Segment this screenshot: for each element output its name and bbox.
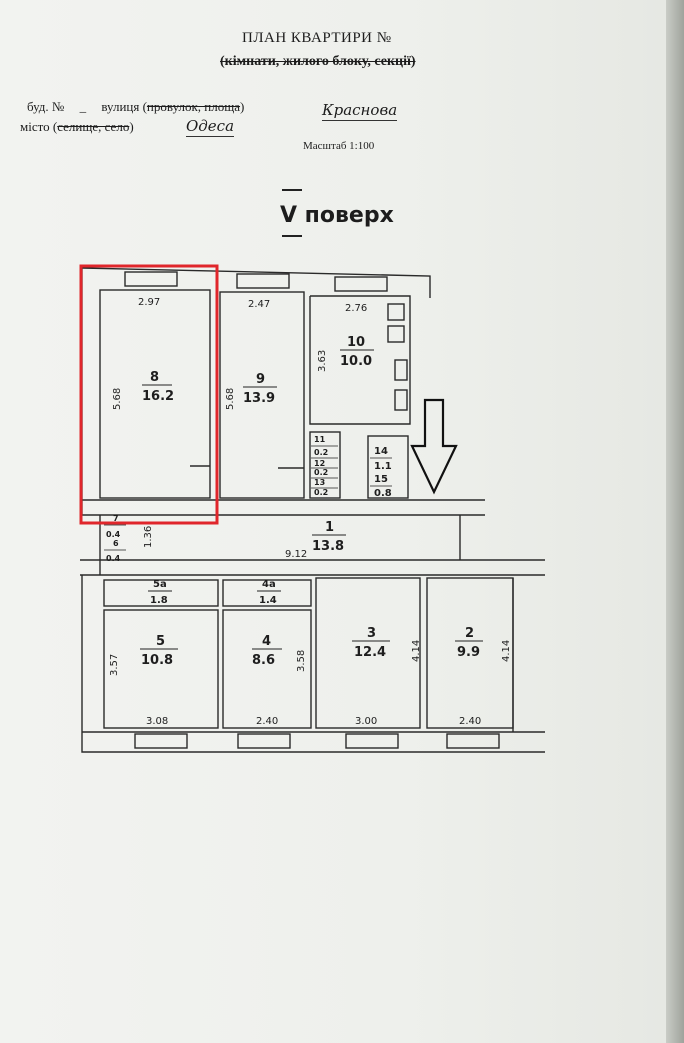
room-6-number: 6 bbox=[113, 539, 119, 548]
street-label-strike: провулок, площа bbox=[146, 99, 241, 114]
city-label-strike: селище, село bbox=[57, 119, 130, 134]
room-4a-label: 4a 1.4 bbox=[257, 579, 281, 606]
room-1-label: 1 13.8 bbox=[312, 520, 346, 554]
page-edge-shadow bbox=[666, 0, 684, 1043]
room-9-area: 13.9 bbox=[243, 391, 275, 406]
city-line: місто (селище, село) bbox=[20, 119, 134, 135]
room-12-label: 12 0.2 bbox=[314, 459, 328, 477]
room-2-number: 2 bbox=[465, 626, 474, 641]
room-8-label: 8 16.2 bbox=[142, 370, 174, 404]
street-value: Краснова bbox=[322, 101, 398, 121]
room-11-number: 11 bbox=[314, 435, 326, 444]
room-7-label: 7 0.4 bbox=[106, 514, 121, 539]
street-label-post: ) bbox=[240, 99, 245, 114]
scale-label: Масштаб 1:100 bbox=[303, 140, 375, 152]
room-15-label: 15 0.8 bbox=[374, 474, 392, 499]
room-9-width: 2.47 bbox=[248, 299, 270, 310]
room-5a-number: 5a bbox=[153, 579, 167, 590]
floor-underline bbox=[282, 235, 302, 237]
document-subtitle: (кімнати, жилого блоку, секції) bbox=[220, 54, 416, 70]
room-3-area: 12.4 bbox=[354, 645, 386, 660]
room-3-length: 4.14 bbox=[411, 640, 422, 662]
room-1-length: 9.12 bbox=[285, 549, 307, 560]
room-10-length: 3.63 bbox=[317, 350, 328, 372]
room-4a-number: 4a bbox=[262, 579, 276, 590]
room-9-length: 5.68 bbox=[225, 388, 236, 410]
room-3-width: 3.00 bbox=[355, 716, 377, 727]
building-value: _ bbox=[79, 99, 87, 114]
room-5a-area: 1.8 bbox=[150, 595, 168, 606]
room-9-number: 9 bbox=[256, 372, 265, 387]
room-13-label: 13 0.2 bbox=[314, 478, 328, 497]
room-7-number: 7 bbox=[113, 514, 119, 523]
room-1-width: 1.36 bbox=[143, 526, 154, 548]
room-15-area: 0.8 bbox=[374, 488, 392, 499]
city-label-pre: місто ( bbox=[20, 119, 58, 134]
room-5-width: 3.08 bbox=[146, 716, 168, 727]
building-label: буд. № bbox=[27, 99, 65, 114]
room-10-width: 2.76 bbox=[345, 303, 367, 314]
room-10-area: 10.0 bbox=[340, 354, 372, 369]
document-title: ПЛАН КВАРТИРИ № bbox=[242, 30, 392, 46]
room-14-area: 1.1 bbox=[374, 461, 392, 472]
room-15-number: 15 bbox=[374, 474, 388, 485]
room-5-length: 3.57 bbox=[109, 654, 120, 676]
room-4-label: 4 8.6 bbox=[252, 634, 282, 668]
room-5-label: 5 10.8 bbox=[140, 634, 178, 668]
room-11-label: 11 0.2 bbox=[314, 435, 328, 457]
floor-heading: V поверх bbox=[280, 203, 394, 228]
room-5-area: 10.8 bbox=[141, 653, 173, 668]
room-12-number: 12 bbox=[314, 459, 325, 468]
room-1-area: 13.8 bbox=[312, 539, 344, 554]
room-4-length: 3.58 bbox=[296, 650, 307, 672]
room-8-length: 5.68 bbox=[112, 388, 123, 410]
room-14-label: 14 1.1 bbox=[374, 446, 392, 472]
room-3-label: 3 12.4 bbox=[352, 626, 390, 660]
room-4-area: 8.6 bbox=[252, 653, 275, 668]
city-label-post: ) bbox=[129, 119, 134, 134]
room-5-number: 5 bbox=[156, 634, 165, 649]
floor-overline bbox=[282, 189, 302, 191]
city-value: Одеса bbox=[186, 117, 235, 137]
room-8-number: 8 bbox=[150, 370, 159, 385]
arrow-down-icon bbox=[410, 398, 458, 495]
room-14-number: 14 bbox=[374, 446, 388, 457]
room-5a-label: 5a 1.8 bbox=[148, 579, 172, 606]
room-4a-area: 1.4 bbox=[259, 595, 277, 606]
street-label-pre: вулиця ( bbox=[101, 99, 147, 114]
room-11-area: 0.2 bbox=[314, 448, 328, 457]
room-6-area: 0.4 bbox=[106, 554, 121, 563]
room-12-area: 0.2 bbox=[314, 468, 328, 477]
room-4-number: 4 bbox=[262, 634, 271, 649]
room-13-number: 13 bbox=[314, 478, 325, 487]
room-13-area: 0.2 bbox=[314, 488, 328, 497]
subtitle-text: (кімнати, жилого блоку, секції) bbox=[220, 54, 416, 69]
room-8-width: 2.97 bbox=[138, 297, 160, 308]
room-2-width: 2.40 bbox=[459, 716, 481, 727]
room-10-number: 10 bbox=[347, 335, 365, 350]
building-line: буд. № _ вулиця (провулок, площа) bbox=[27, 99, 244, 115]
walls bbox=[80, 267, 545, 753]
room-7-area: 0.4 bbox=[106, 530, 121, 539]
room-10-label: 10 10.0 bbox=[340, 335, 374, 369]
room-3-number: 3 bbox=[367, 626, 376, 641]
room-8-area: 16.2 bbox=[142, 389, 174, 404]
room-2-length: 4.14 bbox=[501, 640, 512, 662]
room-2-label: 2 9.9 bbox=[455, 626, 483, 660]
room-2-area: 9.9 bbox=[457, 645, 480, 660]
highlight-box bbox=[79, 264, 219, 525]
room-6-label: 6 0.4 bbox=[106, 539, 121, 563]
room-1-number: 1 bbox=[325, 520, 334, 535]
room-4-width: 2.40 bbox=[256, 716, 278, 727]
room-9-label: 9 13.9 bbox=[243, 372, 277, 406]
